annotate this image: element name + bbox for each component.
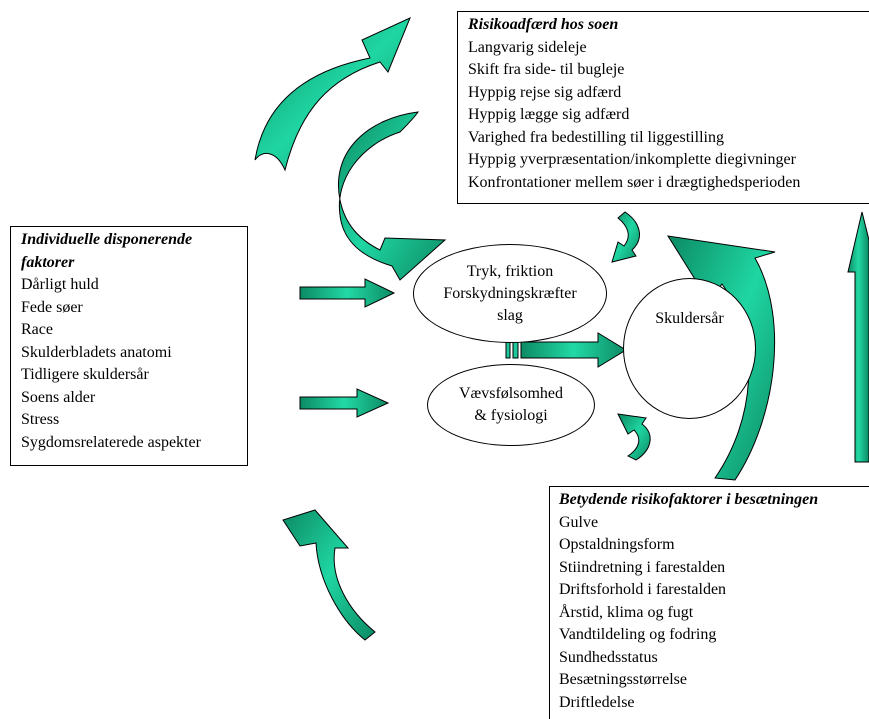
- list-item: Opstaldningsform: [559, 536, 675, 553]
- list-item: Hyppig yverpræsentation/inkomplette dieg…: [468, 151, 796, 168]
- curved-arrow-behavior-to-mechanical: [338, 111, 447, 281]
- list-item: Sundhedsstatus: [559, 648, 658, 666]
- list-item: Driftsforhold i farestalden: [559, 581, 727, 598]
- list-item: Varighed fra bedestilling til liggestill…: [468, 128, 724, 146]
- list-item: Stiindretning i farestalden: [559, 558, 726, 576]
- arrow-individual-to-tissue: [299, 388, 390, 418]
- arrow-individual-to-mechanical: [299, 278, 396, 308]
- shoulder-sore-label: Skuldersår: [655, 310, 724, 327]
- curved-arrow-bottom-left: [282, 509, 376, 641]
- mechanical-line: slag: [497, 306, 523, 324]
- list-item: Hyppig rejse sig adfærd: [468, 83, 622, 101]
- list-item: Konfrontationer mellem søer i drægtighed…: [468, 173, 801, 191]
- risk-behavior-box: Risikoadfærd hos soen Langvarig sideleje…: [457, 11, 869, 204]
- individual-factors-title: Individuelle disponerende faktorer: [21, 231, 193, 271]
- small-arrow-herd-to-tissue: [617, 413, 651, 461]
- shoulder-sore-circle: Skuldersår: [623, 278, 756, 419]
- list-item: Langvarig sideleje: [468, 38, 587, 56]
- list-item: Besætningsstørrelse: [559, 671, 687, 688]
- risk-behavior-title: Risikoadfærd hos soen: [468, 16, 619, 33]
- list-item: Dårligt huld: [21, 276, 99, 293]
- list-item: Vandtildeling og fodring: [559, 626, 717, 643]
- list-item: Soens alder: [21, 388, 96, 406]
- herd-factors-title: Betydende risikofaktorer i besætningen: [559, 491, 819, 508]
- curved-arrow-top-left: [254, 17, 411, 172]
- tissue-line: & fysiologi: [474, 407, 548, 424]
- list-item: Sygdomsrelaterede aspekter: [21, 433, 201, 451]
- list-item: Hyppig lægge sig adfærd: [468, 106, 630, 123]
- list-item: Tidligere skuldersår: [21, 366, 149, 383]
- vertical-arrow-right: [847, 211, 869, 463]
- list-item: Fede søer: [21, 298, 83, 316]
- list-item: Gulve: [559, 513, 599, 531]
- list-item: Skulderbladets anatomi: [21, 343, 172, 361]
- list-item: Skift fra side- til bugleje: [468, 61, 625, 78]
- tissue-sensitivity-ellipse: Vævsfølsomhed & fysiologi: [427, 364, 595, 446]
- list-item: Stress: [21, 411, 60, 428]
- individual-factors-box: Individuelle disponerende faktorer Dårli…: [10, 226, 248, 466]
- list-item: Driftledelse: [559, 693, 635, 711]
- large-curved-arrow-herd-to-behavior: [667, 235, 776, 481]
- tissue-line: Vævsfølsomhed: [459, 385, 563, 402]
- herd-factors-box: Betydende risikofaktorer i besætningen G…: [549, 486, 869, 719]
- arrow-to-skuldersaar: [505, 332, 627, 368]
- mechanical-line: Forskydningskræfter: [443, 284, 577, 302]
- mechanical-forces-ellipse: Tryk, friktion Forskydningskræfter slag: [413, 244, 607, 343]
- mechanical-line: Tryk, friktion: [466, 262, 554, 280]
- list-item: Årstid, klima og fugt: [559, 603, 694, 621]
- list-item: Race: [21, 321, 53, 338]
- small-arrow-behavior-to-mechanical: [611, 211, 640, 263]
